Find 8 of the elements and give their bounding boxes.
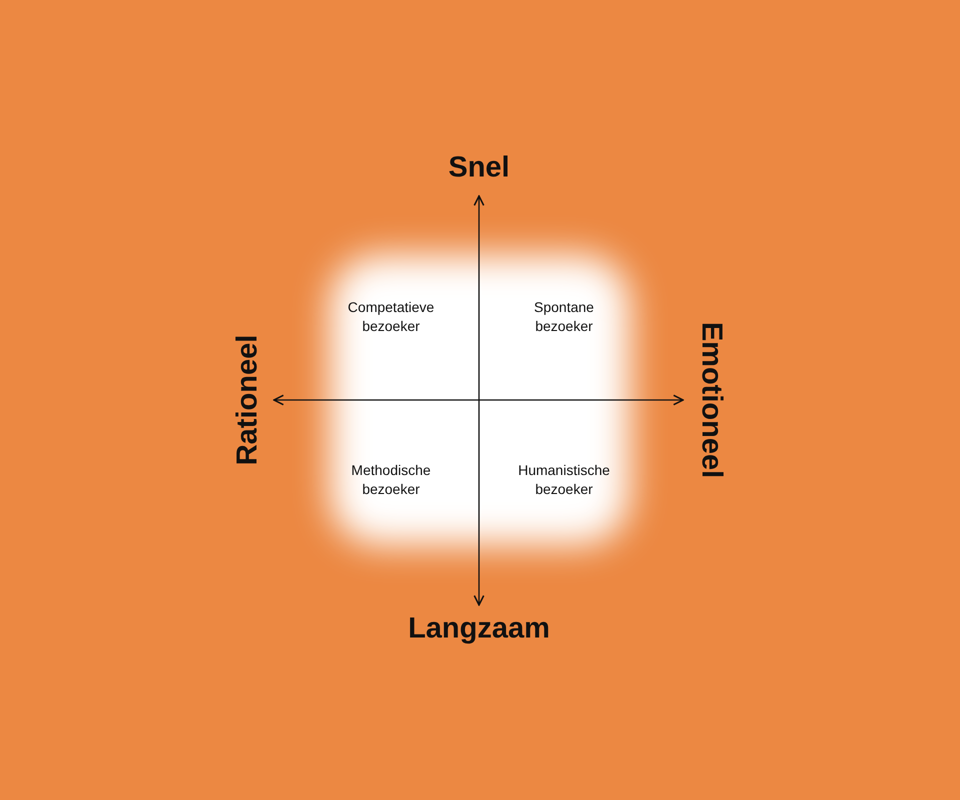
axis-label: Snel bbox=[448, 152, 510, 184]
axis-label: Langzaam bbox=[408, 612, 550, 646]
axis-label: Emotioneel bbox=[694, 322, 728, 478]
quadrant-label: Methodische bezoeker bbox=[350, 461, 432, 499]
quadrant-label: Humanistische bezoeker bbox=[517, 461, 611, 499]
quadrant-label: Competatieve bezoeker bbox=[346, 298, 436, 336]
quadrant-label: Spontane bezoeker bbox=[533, 298, 595, 336]
axis-label: Rationeel bbox=[232, 334, 264, 466]
